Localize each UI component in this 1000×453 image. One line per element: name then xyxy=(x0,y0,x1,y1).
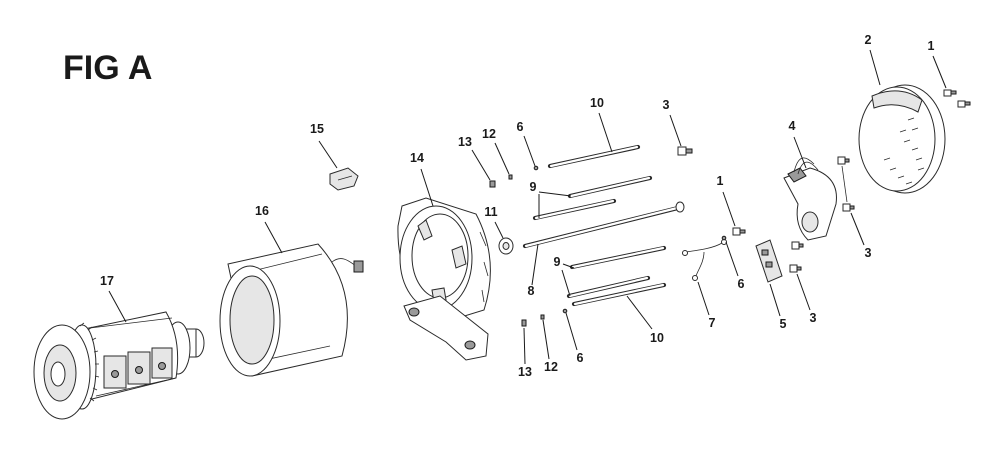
leader-15 xyxy=(318,140,338,169)
through-bolts xyxy=(522,144,685,307)
callout-9-lower: 9 xyxy=(554,255,561,269)
leader-1-upper xyxy=(932,55,947,89)
leader-2 xyxy=(869,49,881,86)
part-3-screw-upper xyxy=(677,146,693,156)
callout-6-middle: 6 xyxy=(738,277,745,291)
part-11-washer xyxy=(498,237,514,255)
callout-14: 14 xyxy=(410,151,424,165)
leader-17 xyxy=(108,290,127,323)
leader-3-right xyxy=(850,212,865,246)
leader-6-upper xyxy=(523,135,536,167)
callout-2: 2 xyxy=(865,33,872,47)
leader-13-upper xyxy=(471,149,491,181)
leader-3-lower xyxy=(796,273,811,311)
part-5-brush-holder xyxy=(755,239,783,283)
part-1-screw-middle xyxy=(732,227,746,236)
part-15-bracket xyxy=(329,167,359,191)
figure-title: FIG A xyxy=(63,49,152,87)
part-14-housing xyxy=(397,197,491,361)
leader-14 xyxy=(420,168,434,207)
callout-3-right: 3 xyxy=(865,246,872,260)
leader-6-lower xyxy=(565,312,578,351)
callout-3-upper: 3 xyxy=(663,98,670,112)
callout-6-upper: 6 xyxy=(517,120,524,134)
lower-small-hardware xyxy=(521,308,568,327)
part-16-stator xyxy=(219,243,364,377)
leader-1-middle xyxy=(722,191,736,227)
callout-7: 7 xyxy=(709,316,716,330)
part-1-screws-upper xyxy=(943,89,971,108)
part-17-rotor xyxy=(33,311,205,420)
leader-11 xyxy=(494,221,504,239)
upper-small-hardware xyxy=(489,165,539,188)
part-3-screws-right xyxy=(837,156,855,212)
leader-8 xyxy=(531,243,539,286)
leader-7 xyxy=(697,281,710,316)
callout-8: 8 xyxy=(528,284,535,298)
callout-1-upper: 1 xyxy=(928,39,935,53)
part-3-screws-lower xyxy=(789,241,804,273)
callout-5: 5 xyxy=(780,317,787,331)
part-7-wire-harness xyxy=(682,239,727,281)
leader-10-upper xyxy=(598,112,613,153)
leader-12-upper xyxy=(494,142,510,175)
callout-4: 4 xyxy=(789,119,796,133)
callout-1-middle: 1 xyxy=(717,174,724,188)
part-6-pin-middle xyxy=(721,235,727,241)
callout-3-lower: 3 xyxy=(810,311,817,325)
callout-13-upper: 13 xyxy=(458,135,472,149)
part-2-end-cap xyxy=(858,84,946,194)
callout-16: 16 xyxy=(255,204,269,218)
leader-3-upper xyxy=(669,114,682,147)
leader-12-lower xyxy=(542,319,550,360)
callout-12-upper: 12 xyxy=(482,127,496,141)
callout-15: 15 xyxy=(310,122,324,136)
callout-17: 17 xyxy=(100,274,114,288)
leader-13-lower xyxy=(523,327,526,365)
callout-6-lower: 6 xyxy=(577,351,584,365)
callout-10-upper: 10 xyxy=(590,96,604,110)
leader-10-lower xyxy=(626,295,653,330)
leader-9-lower xyxy=(561,263,575,297)
callout-11: 11 xyxy=(484,205,497,219)
leader-16 xyxy=(264,221,283,254)
part-4-regulator-cover xyxy=(783,157,837,241)
callout-12-lower: 12 xyxy=(544,360,558,374)
callout-10-lower: 10 xyxy=(650,331,664,345)
leader-9-upper xyxy=(538,191,572,218)
callout-9-upper: 9 xyxy=(530,180,537,194)
callout-13-lower: 13 xyxy=(518,365,532,379)
leader-4 xyxy=(793,136,807,169)
leader-6-middle xyxy=(725,241,739,277)
leader-5 xyxy=(769,283,781,317)
